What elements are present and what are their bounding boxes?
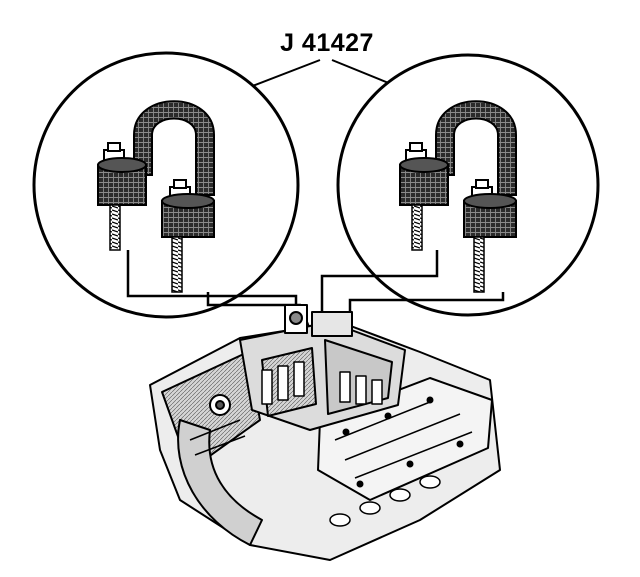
left-detail-circle bbox=[32, 51, 300, 319]
tool-number-label: J 41427 bbox=[280, 29, 374, 57]
connector-right-front bbox=[320, 250, 439, 330]
right-detail-circle bbox=[336, 53, 600, 317]
v8-engine-block-icon bbox=[149, 304, 501, 561]
